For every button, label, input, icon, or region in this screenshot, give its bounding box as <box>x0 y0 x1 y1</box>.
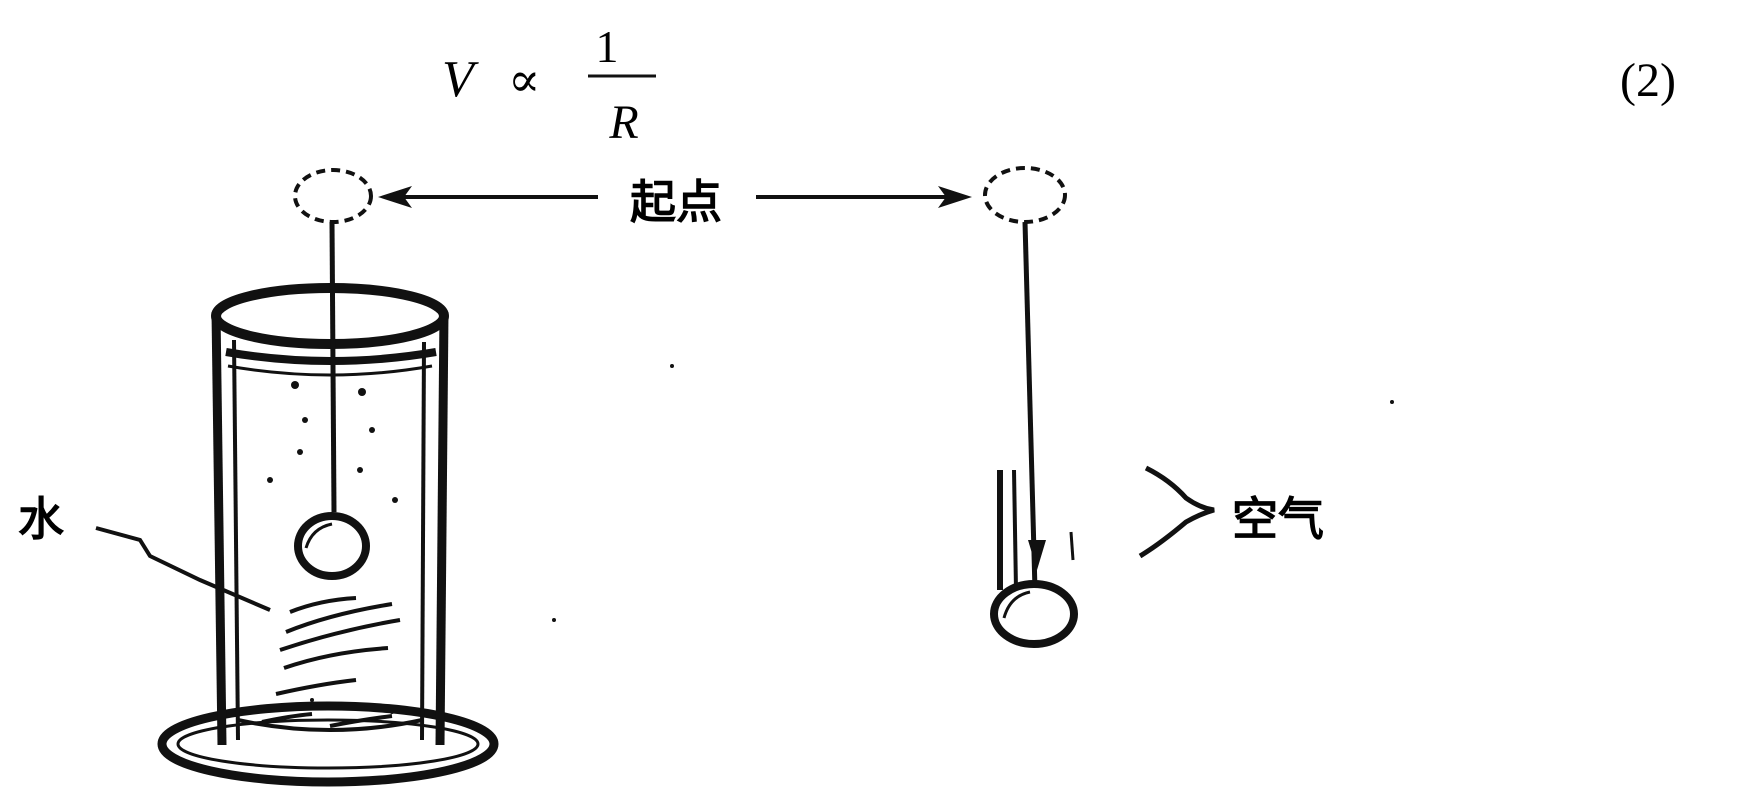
air-brace <box>1138 465 1215 559</box>
cylinder-base <box>157 701 499 787</box>
formula-numerator: 1 <box>596 21 619 72</box>
string-left <box>329 221 337 513</box>
water-pointer <box>95 526 271 612</box>
water-hatching <box>261 596 401 728</box>
water-label: 水 <box>18 492 65 546</box>
start-position-right <box>983 166 1067 224</box>
start-arrow-left <box>378 186 598 208</box>
equation-number: (2) <box>1620 54 1676 107</box>
formula-denominator: R <box>608 96 638 149</box>
motion-arrow-head <box>1028 540 1046 570</box>
string-right <box>1022 221 1038 591</box>
start-position-left <box>293 168 373 224</box>
water-cylinder <box>157 221 499 787</box>
cylinder-left-wall <box>211 311 227 746</box>
start-point-label: 起点 <box>630 175 722 229</box>
cylinder-rim <box>211 283 449 349</box>
formula-relation: ∝ <box>508 54 540 107</box>
bubble-dots <box>267 381 398 714</box>
formula-lhs: V <box>442 51 479 108</box>
formula: V ∝ 1 R <box>442 21 656 149</box>
start-arrow-right <box>756 186 972 208</box>
air-label: 空气 <box>1232 492 1324 546</box>
cylinder-right-wall <box>435 311 449 746</box>
